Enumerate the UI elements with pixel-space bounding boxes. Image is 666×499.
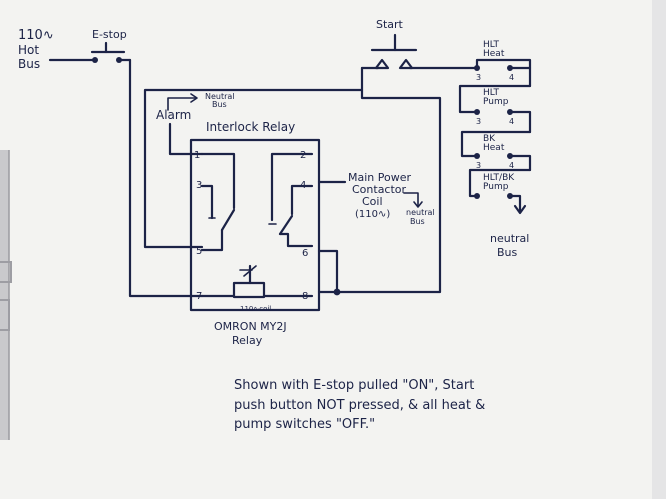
pin-1-label: 1 — [194, 150, 200, 161]
paper-shadow-right — [652, 0, 666, 499]
interlock-relay-label: Interlock Relay — [206, 120, 295, 134]
omron-label-2: Relay — [232, 334, 263, 347]
hot-bus-wire — [128, 58, 204, 298]
estop-switch — [48, 41, 132, 63]
switch-3-pin-a: 3 — [476, 161, 481, 170]
neutral-bus-text-1: neutral — [490, 232, 529, 245]
switch-2-pin-b: 4 — [509, 117, 514, 126]
switch-3-terminal-b — [507, 153, 513, 159]
hot-bus-text-2: Bus — [18, 57, 40, 71]
coil-label: 110∿coil — [240, 305, 271, 313]
switch-3-terminal-a — [474, 153, 480, 159]
start-label: Start — [376, 18, 404, 31]
contactor-block: Main Power Contactor Coil (110∿) neutral… — [317, 171, 435, 226]
voltage-label: 110∿ — [18, 28, 54, 43]
hot-bus-label: 110∿ Hot Bus — [18, 28, 54, 71]
contactor-text-4: (110∿) — [355, 209, 390, 220]
switch-2-terminal-a — [474, 109, 480, 115]
hot-bus-text-1: Hot — [18, 43, 39, 57]
switch-2-terminal-b — [507, 109, 513, 115]
estop-contact-right — [116, 57, 122, 63]
switch-4-name-1: HLT/BK — [483, 173, 515, 183]
switch-4-name-2: Pump — [483, 182, 509, 192]
switch-2-name-1: HLT — [483, 88, 500, 98]
switch-3-name-2: Heat — [483, 143, 505, 153]
switch-1-name-1: HLT — [483, 40, 500, 50]
pin-3-label: 3 — [196, 180, 202, 191]
alarm-neutral-text-2: Bus — [212, 100, 227, 109]
alarm-neutral-text-1: Neutral — [205, 92, 235, 101]
contactor-text-1: Main Power — [348, 171, 411, 184]
start-feed-wire — [143, 66, 364, 249]
start-pushbutton — [370, 33, 418, 70]
pin-2-label: 2 — [300, 150, 306, 161]
estop-contact-left — [92, 57, 98, 63]
alarm-label: Alarm — [156, 108, 191, 122]
contactor-text-2: Contactor — [352, 183, 407, 196]
note-line-1: Shown with E-stop pulled "ON", Start — [234, 378, 474, 393]
switch-3-pin-b: 4 — [509, 161, 514, 170]
switch-2-pin-a: 3 — [476, 117, 481, 126]
outer-control-wire — [335, 88, 442, 294]
switch-1-terminal-b — [507, 65, 513, 71]
pin-5-label: 5 — [196, 246, 202, 257]
switch-4-terminal-a — [474, 193, 480, 199]
estop-label: E-stop — [92, 28, 127, 41]
switch-2-name-2: Pump — [483, 97, 509, 107]
binder-clip — [0, 150, 12, 440]
note-line-3: pump switches "OFF." — [234, 417, 375, 432]
switch-chain: HLT Heat 3 4 HLT Pump 3 4 BK Heat 3 4 HL… — [458, 40, 532, 259]
relay-coil: 110∿coil — [200, 264, 314, 313]
relay-contacts — [200, 152, 314, 252]
switch-1-name-2: Heat — [483, 49, 505, 59]
switch-3-name-1: BK — [483, 134, 496, 144]
interlock-relay-box — [189, 138, 321, 312]
pin-7-label: 7 — [196, 291, 202, 302]
switch-1-pin-a: 3 — [476, 73, 481, 82]
omron-label-1: OMRON MY2J — [214, 320, 287, 333]
contactor-neutral-2: Bus — [410, 217, 425, 226]
neutral-bus-text-2: Bus — [497, 246, 518, 259]
note-line-2: push button NOT pressed, & all heat & — [234, 398, 485, 413]
contactor-text-3: Coil — [362, 195, 383, 208]
pin-6-label: 6 — [302, 248, 308, 259]
contactor-neutral-1: neutral — [406, 208, 435, 217]
diagram-note: Shown with E-stop pulled "ON", Start pus… — [234, 378, 485, 432]
switch-4-terminal-b — [507, 193, 513, 199]
pin-6-to-8-wire — [317, 249, 339, 294]
switch-1-pin-b: 4 — [509, 73, 514, 82]
